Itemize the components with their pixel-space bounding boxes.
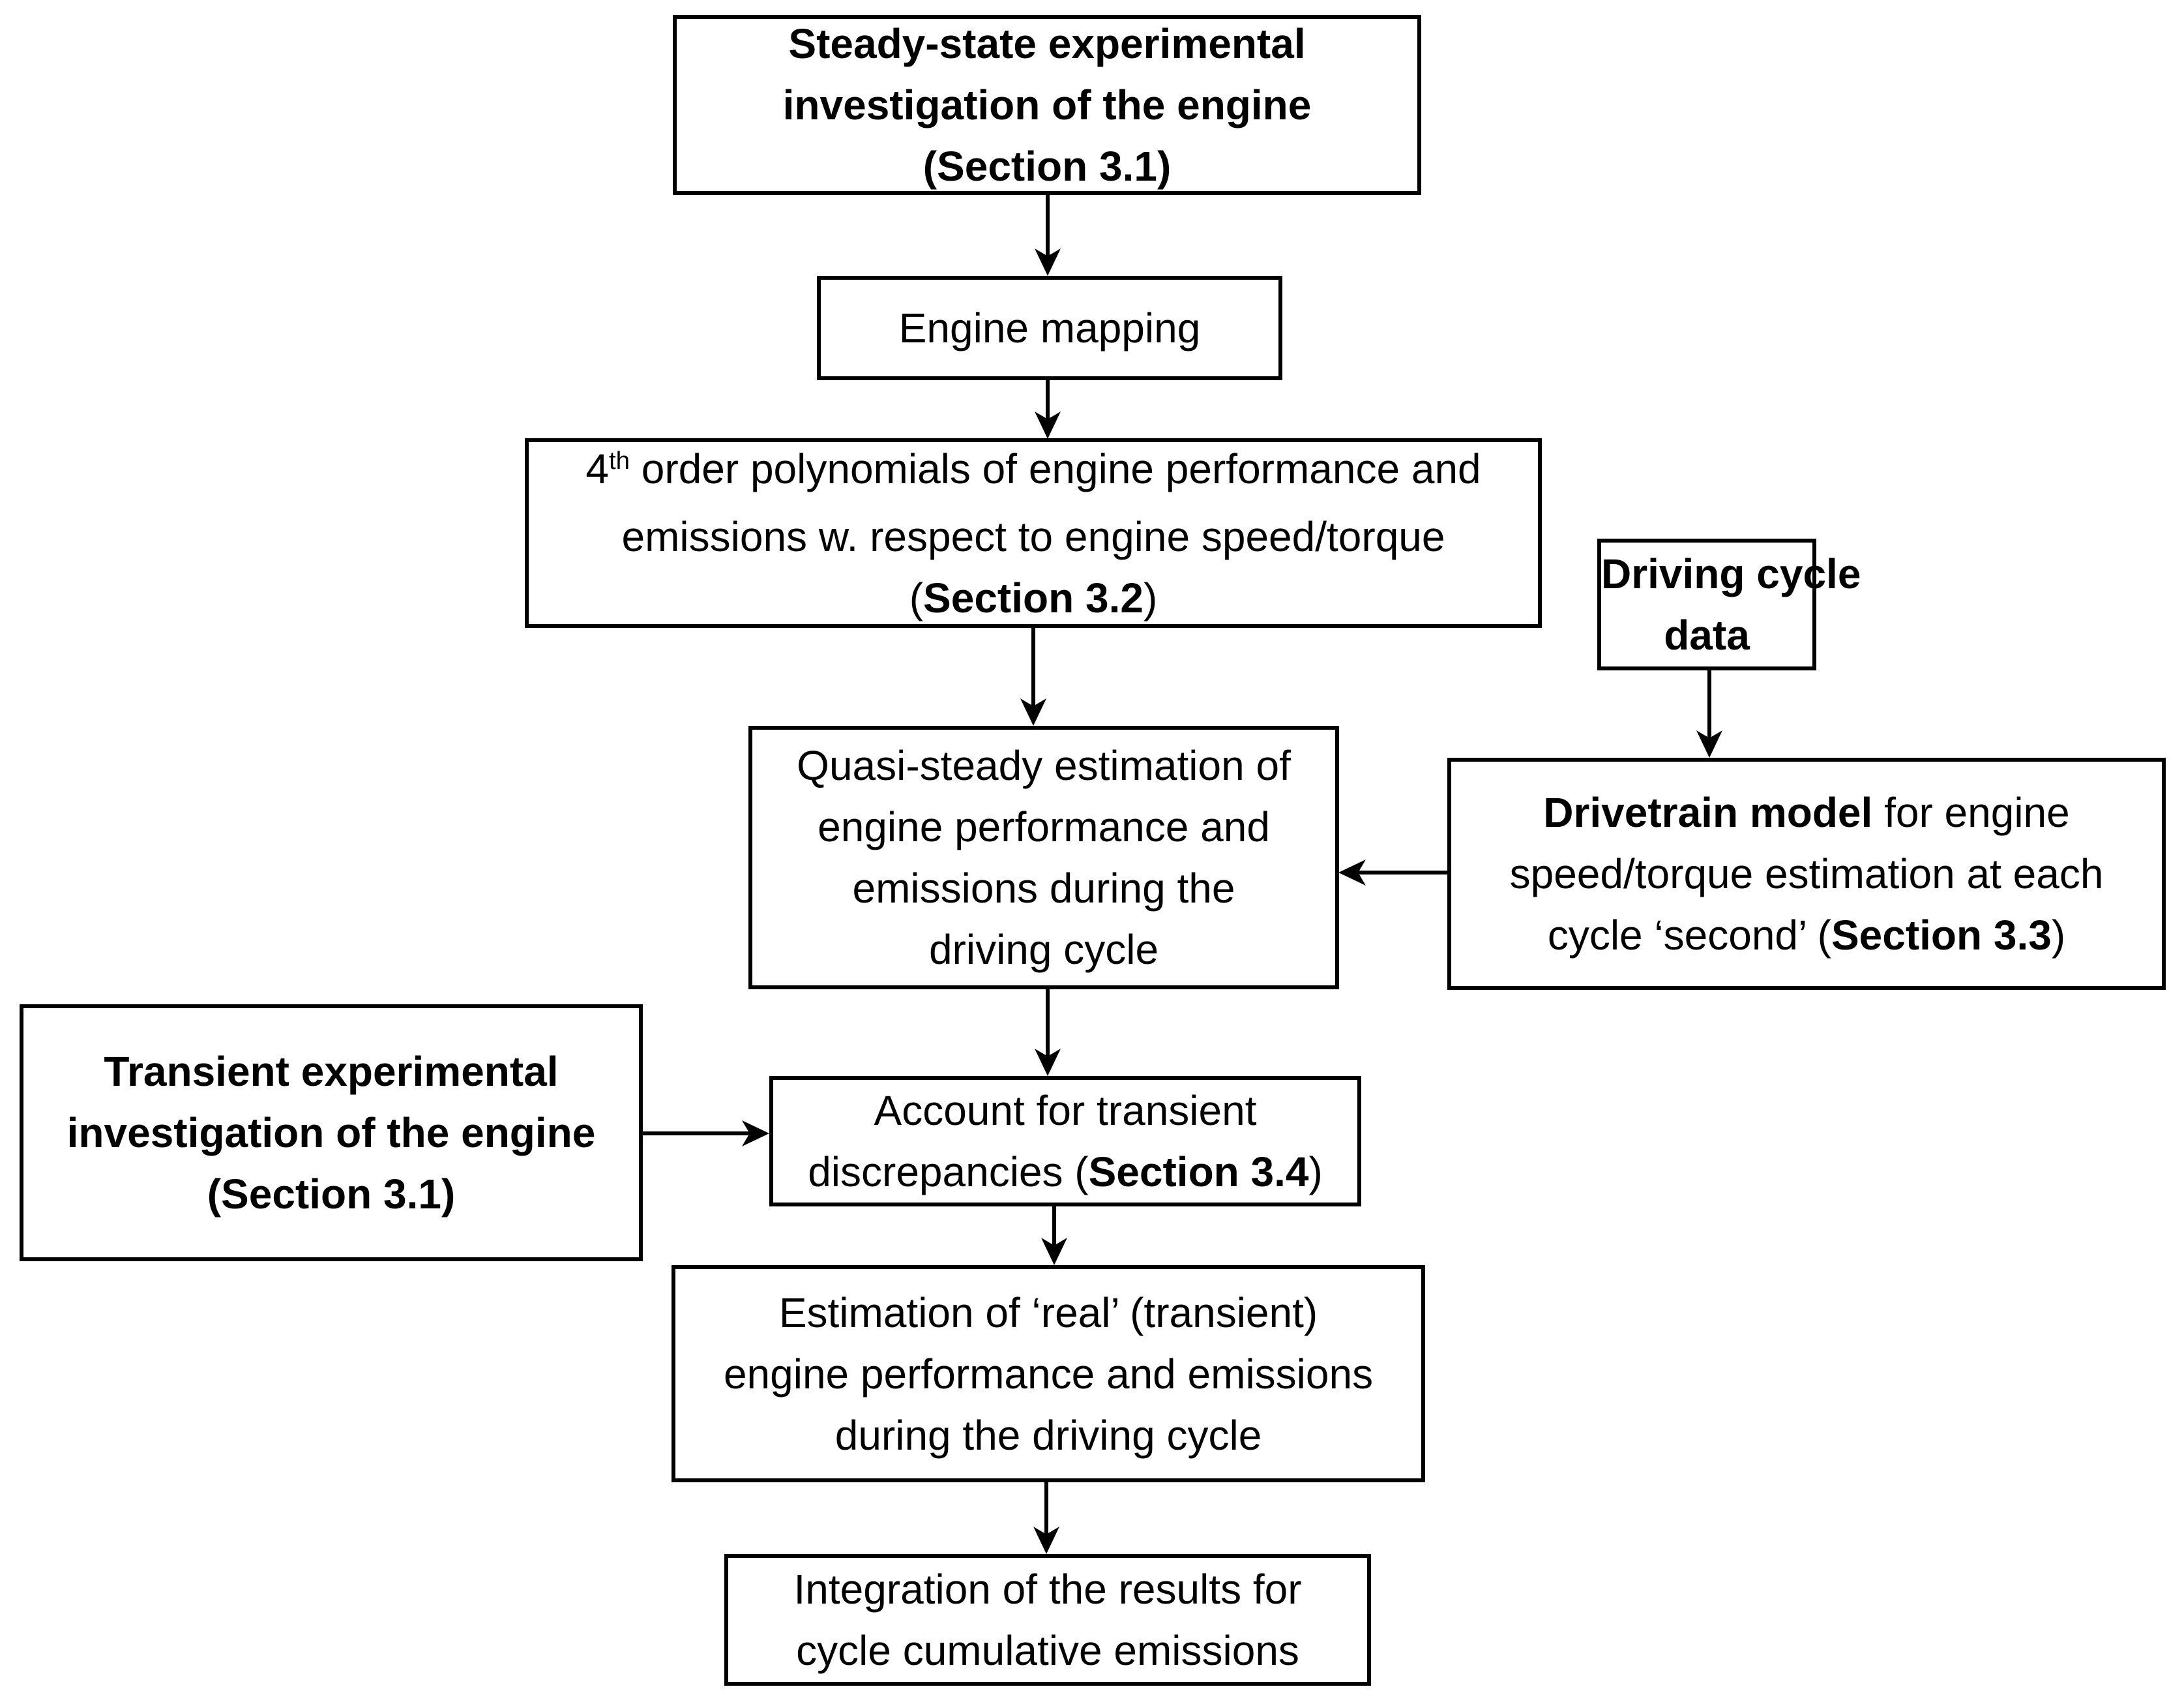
arrow-line [643,1131,750,1135]
node-transient-investigation: Transient experimental investigation of t… [20,1004,643,1261]
node-integration-cumulative-emissions: Integration of the results for cycle cumu… [724,1554,1371,1686]
arrow-line [1046,195,1050,258]
node-text-line: emissions w. respect to engine speed/tor… [621,513,1445,560]
arrow-line [1046,989,1050,1057]
node-text-line: cycle ‘second’ (Section 3.3) [1547,912,2066,959]
node-text-line: Drivetrain model for engine [1543,789,2070,836]
node-text-line: 4th order polynomials of engine performa… [585,445,1481,492]
node-text-line: investigation of the engine [782,82,1312,128]
node-text-line: emissions during the [852,865,1235,912]
node-engine-mapping: Engine mapping [817,276,1282,380]
node-text-line: Integration of the results for [793,1566,1302,1613]
node-text-line: Steady-state experimental [788,20,1306,67]
node-text-line: during the driving cycle [834,1411,1262,1459]
node-driving-cycle-data: Driving cycle data [1597,539,1861,670]
node-text-line: Quasi-steady estimation of [797,742,1291,789]
node-text-line: (Section 3.1) [207,1171,456,1218]
node-text-line: (Section 3.2) [909,574,1158,621]
node-account-transient-discrepancies: Account for transient discrepancies (Sect… [769,1076,1361,1206]
node-text-line: Driving cycle [1601,550,1861,597]
arrow-line [1358,871,1447,874]
node-text-line: speed/torque estimation at each [1509,850,2104,897]
arrow-line [1052,1206,1056,1246]
arrow-line [1707,670,1711,739]
node-text-line: data [1664,612,1750,659]
arrow-line [1046,380,1050,421]
node-text-line: driving cycle [928,926,1159,973]
node-text-line: Account for transient [874,1087,1257,1134]
node-text-line: discrepancies (Section 3.4) [808,1148,1323,1195]
arrow-line [1044,1482,1048,1534]
node-quasi-steady-estimation: Quasi-steady estimation of engine perform… [748,726,1339,989]
node-text-line: Transient experimental [104,1048,559,1095]
node-text-line: cycle cumulative emissions [796,1627,1299,1674]
node-text-line: Engine mapping [898,305,1201,351]
arrow-line [1031,628,1035,706]
node-real-transient-estimation: Estimation of ‘real’ (transient) engine p… [671,1265,1425,1482]
node-text-line: (Section 3.1) [922,143,1172,190]
node-steady-state-investigation: Steady-state experimental investigation o… [673,15,1421,195]
node-drivetrain-model: Drivetrain model for engine speed/torque … [1447,758,2166,990]
node-text-line: engine performance and emissions [723,1350,1374,1398]
node-text-line: Estimation of ‘real’ (transient) [778,1289,1318,1336]
node-text-line: engine performance and [818,803,1270,850]
node-text-line: investigation of the engine [66,1109,596,1156]
node-polynomials: 4th order polynomials of engine performa… [525,438,1542,628]
